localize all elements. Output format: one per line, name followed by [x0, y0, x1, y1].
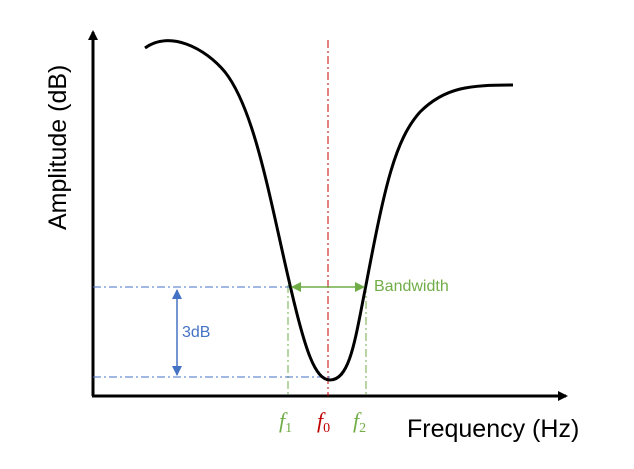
- 3db-label: 3dB: [182, 324, 210, 341]
- bandwidth-label: Bandwidth: [374, 278, 449, 295]
- f2-label: f2: [353, 408, 366, 436]
- notch-response-curve: [144, 39, 514, 382]
- y-axis-title: Amplitude (dB): [44, 65, 72, 230]
- f0-label: f0: [317, 408, 330, 436]
- x-axis-title: Frequency (Hz): [407, 415, 579, 443]
- f1-label: f1: [279, 408, 292, 436]
